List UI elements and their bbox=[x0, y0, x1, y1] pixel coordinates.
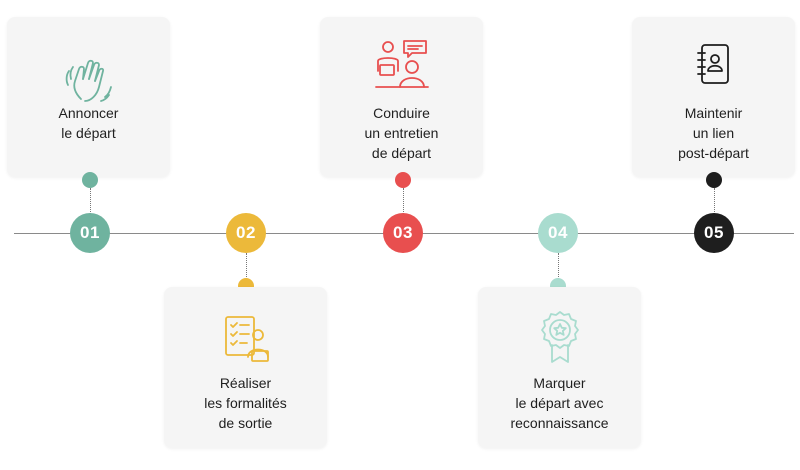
connector-line-03 bbox=[403, 188, 404, 214]
step-card-03: Conduire un entretien de départ bbox=[320, 17, 483, 177]
interview-icon bbox=[320, 37, 483, 93]
step-label-02: Réaliser les formalités de sortie bbox=[204, 375, 287, 431]
step-node-01: 01 bbox=[70, 213, 110, 253]
connector-line-02 bbox=[246, 253, 247, 279]
connector-dot-05 bbox=[706, 172, 722, 188]
connector-dot-01 bbox=[82, 172, 98, 188]
step-card-02: Réaliser les formalités de sortie bbox=[164, 287, 327, 448]
step-node-02: 02 bbox=[226, 213, 266, 253]
step-node-04: 04 bbox=[538, 213, 578, 253]
step-label-03: Conduire un entretien de départ bbox=[364, 105, 439, 161]
step-card-01: Annoncer le départ bbox=[7, 17, 170, 177]
checklist-person-icon bbox=[164, 313, 327, 365]
step-node-03: 03 bbox=[383, 213, 423, 253]
connector-line-05 bbox=[714, 188, 715, 214]
step-card-04: Marquer le départ avec reconnaissance bbox=[478, 287, 641, 448]
award-ribbon-icon bbox=[478, 309, 641, 365]
step-label-04: Marquer le départ avec reconnaissance bbox=[510, 375, 609, 431]
step-label-05: Maintenir un lien post-départ bbox=[678, 105, 749, 161]
step-node-05: 05 bbox=[694, 213, 734, 253]
connector-line-01 bbox=[90, 188, 91, 214]
connector-line-04 bbox=[558, 253, 559, 279]
step-card-05: Maintenir un lien post-départ bbox=[632, 17, 795, 177]
waving-hand-icon bbox=[7, 57, 170, 109]
contact-book-icon bbox=[632, 43, 795, 87]
connector-dot-03 bbox=[395, 172, 411, 188]
step-label-01: Annoncer le départ bbox=[58, 105, 119, 141]
